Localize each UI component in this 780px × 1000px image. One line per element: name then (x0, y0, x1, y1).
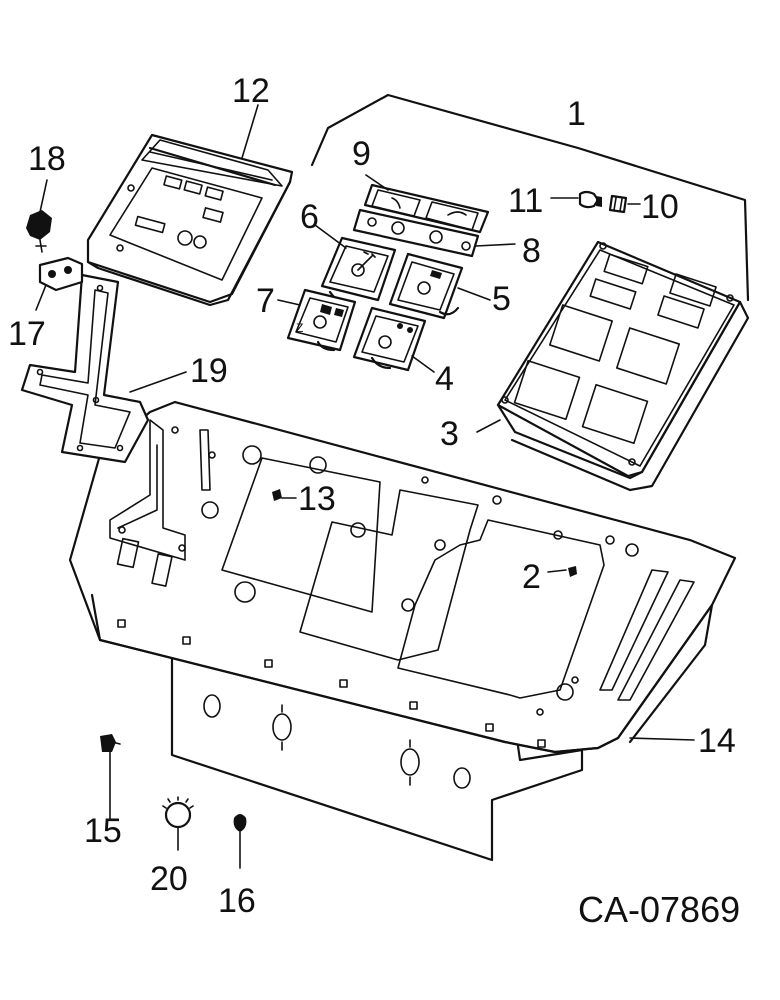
lamp-holder (352, 208, 480, 258)
callout-labels: 1 2 3 4 5 6 7 8 9 10 11 12 13 14 15 16 1… (8, 72, 736, 920)
indicator-lens (363, 183, 490, 234)
callout-13: 13 (298, 480, 336, 518)
tachometer-cluster (86, 133, 294, 307)
leader-lines (35, 104, 695, 869)
callout-14: 14 (698, 722, 736, 760)
clip (100, 734, 121, 752)
lamp-socket (26, 210, 52, 253)
callout-17: 17 (8, 315, 46, 353)
callout-2: 2 (522, 558, 541, 596)
gauge-5 (388, 252, 464, 320)
bulb (578, 190, 602, 209)
callout-5: 5 (492, 280, 511, 318)
gasket (20, 273, 150, 464)
callout-10: 10 (641, 188, 679, 226)
drawing-code: CA-07869 (578, 889, 740, 930)
gauge-7: Z (286, 288, 357, 352)
svg-text:Z: Z (296, 321, 303, 335)
callout-18: 18 (28, 140, 66, 178)
instrument-panel-plate (68, 400, 737, 862)
callout-3: 3 (440, 415, 459, 453)
bulb-socket (608, 194, 628, 214)
callout-16: 16 (218, 882, 256, 920)
gauge-6 (320, 236, 397, 306)
callout-20: 20 (150, 860, 188, 898)
callout-8: 8 (522, 232, 541, 270)
gauge-4 (352, 306, 427, 372)
warning-light-panel (496, 240, 750, 492)
callout-11: 11 (508, 182, 543, 220)
callout-19: 19 (190, 352, 228, 390)
callout-15: 15 (84, 812, 122, 850)
callout-1: 1 (567, 95, 586, 133)
callout-9: 9 (352, 135, 371, 173)
bracket-line-1 (310, 93, 750, 302)
callout-7: 7 (256, 282, 275, 320)
grommet (233, 814, 247, 832)
switch-block (38, 256, 84, 292)
callout-12: 12 (232, 72, 270, 110)
callout-4: 4 (435, 360, 454, 398)
callout-6: 6 (300, 198, 319, 236)
knob (162, 796, 194, 829)
